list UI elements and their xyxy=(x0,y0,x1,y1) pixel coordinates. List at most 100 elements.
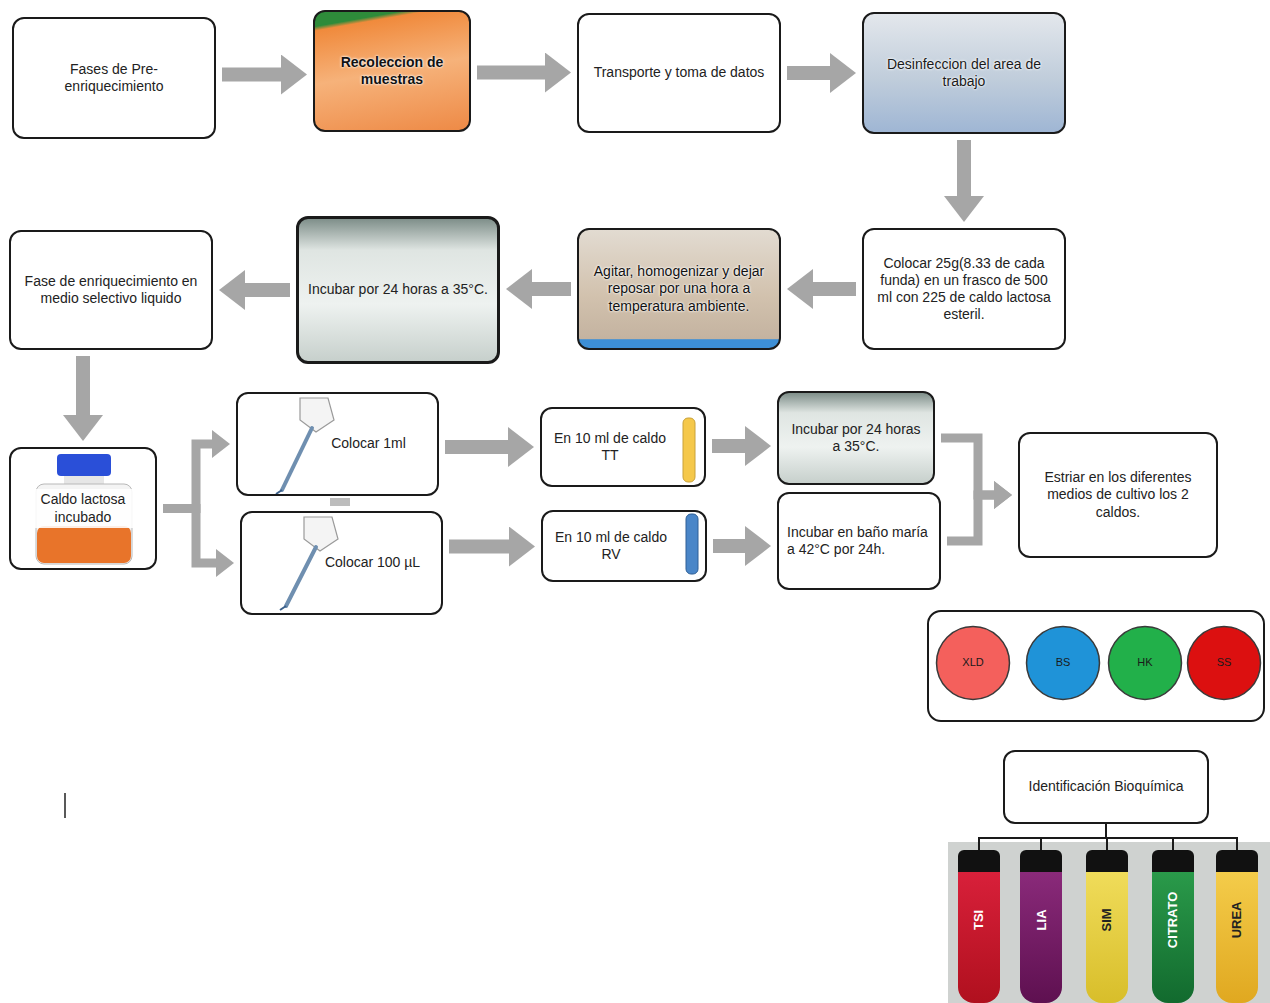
test-tube: LIA xyxy=(1020,850,1062,1003)
process-box: En 10 ml de caldo RV xyxy=(541,510,707,582)
pipette-icon xyxy=(276,398,334,494)
bottle-cap xyxy=(57,454,111,476)
text-block: Colocar 100 µL xyxy=(325,554,420,571)
text-block: TSI xyxy=(971,910,987,930)
node-label: Caldo lactosa incubado xyxy=(23,491,143,525)
flow-arrow xyxy=(787,66,830,80)
pipette-tip xyxy=(280,606,286,610)
flow-arrow xyxy=(163,444,212,509)
process-box: Incubar en baño maría a 42°C por 24h. xyxy=(777,492,941,590)
connectors xyxy=(83,73,1237,851)
tt-tube-icon xyxy=(683,418,695,482)
flow-arrow xyxy=(947,495,994,541)
culture-plate: XLD xyxy=(935,625,1011,701)
node-label: Identificación Bioquímica xyxy=(1029,778,1184,795)
text-block: Incubar por 24 horas a 35°C. xyxy=(308,281,488,298)
bottle-liquid xyxy=(37,526,131,563)
bottle-neck xyxy=(64,476,104,484)
bracket-line xyxy=(1041,824,1106,850)
test-tube: CITRATO xyxy=(1152,850,1194,1003)
bracket-line xyxy=(1106,824,1237,850)
text-block: En 10 ml de caldo RV xyxy=(551,529,671,563)
text-block: Caldo lactosa incubado xyxy=(19,489,147,527)
text-block: Incubar por 24 horas a 35°C. xyxy=(787,421,925,455)
text-block: Identificación Bioquímica xyxy=(1029,778,1184,795)
node-label: Colocar 1ml xyxy=(331,435,406,452)
text-block: SS xyxy=(1217,656,1232,669)
flow-arrow xyxy=(713,539,745,553)
flow-arrow xyxy=(245,283,290,297)
text-block: Fase de enriquecimiento en medio selecti… xyxy=(19,273,203,307)
process-box: Identificación Bioquímica xyxy=(1003,750,1209,824)
flow-arrow xyxy=(477,66,545,80)
plate-disc xyxy=(1109,627,1182,700)
test-tube: TSI xyxy=(958,850,1000,1003)
text-block: Recoleccion de muestras xyxy=(323,54,461,88)
plate-disc xyxy=(1027,627,1100,700)
photo-box: Desinfeccion del area de trabajo xyxy=(862,12,1066,134)
text-block: Colocar 25g(8.33 de cada funda) en un fr… xyxy=(872,255,1056,323)
text-cursor xyxy=(64,793,66,818)
text-block: Desinfeccion del area de trabajo xyxy=(872,56,1056,90)
flow-arrow xyxy=(813,282,856,296)
text-block: SIM xyxy=(1099,908,1115,931)
flow-arrow xyxy=(222,68,281,82)
text-block: Agitar, homogenizar y dejar reposar por … xyxy=(587,263,771,314)
node-label: Colocar 100 µL xyxy=(325,554,420,571)
flow-arrow xyxy=(712,439,745,453)
node-label: Incubar por 24 horas a 35°C. xyxy=(787,421,925,455)
process-box: Fase de enriquecimiento en medio selecti… xyxy=(9,230,213,350)
test-tube: UREA xyxy=(1216,850,1258,1003)
flow-arrow xyxy=(449,540,509,554)
process-box: Colocar 1ml xyxy=(236,392,439,496)
flow-arrow xyxy=(957,140,971,196)
photo-box: Incubar por 24 horas a 35°C. xyxy=(296,216,500,364)
process-box: En 10 ml de caldo TT xyxy=(540,407,706,487)
node-label: Desinfeccion del area de trabajo xyxy=(872,56,1056,90)
tube-photo-ground xyxy=(948,842,1270,1003)
node-label: Recoleccion de muestras xyxy=(323,54,461,88)
text-block: En 10 ml de caldo TT xyxy=(550,430,670,464)
text-block: Estriar en los diferentes medios de cult… xyxy=(1028,469,1208,520)
node-label: Incubar en baño maría a 42°C por 24h. xyxy=(787,524,931,558)
node-label: Fases de Pre- enriquecimiento xyxy=(22,61,206,95)
flow-arrow xyxy=(163,509,216,564)
node-label: En 10 ml de caldo RV xyxy=(551,529,671,563)
pipette-body xyxy=(282,428,312,490)
pipette-body xyxy=(286,547,316,606)
process-box: Colocar 100 µL xyxy=(240,511,443,615)
grey-mark xyxy=(330,498,350,506)
photo-box: Incubar por 24 horas a 35°C. xyxy=(777,391,935,485)
text-block: Colocar 1ml xyxy=(331,435,406,452)
flow-arrow xyxy=(532,282,571,296)
plate-panel: XLD BS HK SS xyxy=(927,610,1265,722)
culture-plate: SS xyxy=(1186,625,1262,701)
text-block: XLD xyxy=(962,656,983,669)
process-box: Fases de Pre- enriquecimiento xyxy=(12,17,216,139)
pipette-tip xyxy=(276,490,282,494)
flow-arrow xyxy=(76,356,90,415)
node-label: TSI xyxy=(971,910,987,930)
text-block: BS xyxy=(1056,656,1071,669)
process-box: Colocar 25g(8.33 de cada funda) en un fr… xyxy=(862,228,1066,350)
photo-box: Agitar, homogenizar y dejar reposar por … xyxy=(577,228,781,350)
flow-arrow xyxy=(941,438,994,495)
node-label: Transporte y toma de datos xyxy=(594,64,765,81)
node-label: UREA xyxy=(1229,902,1245,939)
photo-box: Recoleccion de muestras xyxy=(313,10,471,132)
text-block: Transporte y toma de datos xyxy=(594,64,765,81)
test-tube: SIM xyxy=(1086,850,1128,1003)
culture-plate: HK xyxy=(1107,625,1183,701)
plate-disc xyxy=(1188,627,1261,700)
text-block: Incubar en baño maría a 42°C por 24h. xyxy=(787,524,931,558)
plate-disc xyxy=(937,627,1010,700)
bracket-line xyxy=(979,824,1106,850)
node-label: BS xyxy=(1056,656,1071,669)
process-box: Transporte y toma de datos xyxy=(577,13,781,133)
node-label: Agitar, homogenizar y dejar reposar por … xyxy=(587,263,771,314)
glove-hand xyxy=(304,517,338,551)
node-label: HK xyxy=(1137,656,1152,669)
node-label: Incubar por 24 horas a 35°C. xyxy=(308,281,488,298)
